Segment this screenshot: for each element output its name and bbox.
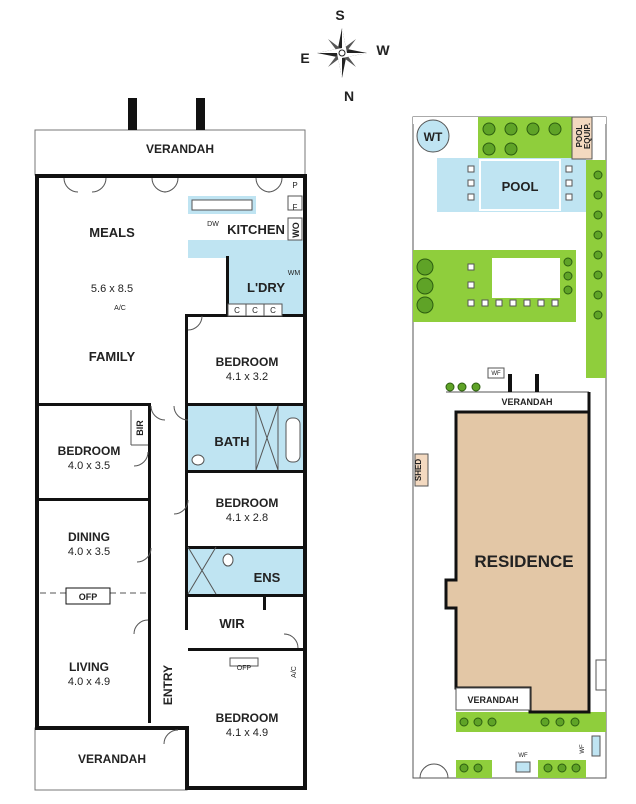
ac-label-2: A/C (291, 666, 298, 678)
laundry-label: L'DRY (247, 280, 285, 295)
dining-dims: 4.0 x 3.5 (68, 546, 110, 558)
living-label: LIVING (69, 660, 109, 674)
ac-label-1: A/C (114, 305, 126, 312)
ofp-label-2: OFP (237, 665, 252, 672)
pool-label: POOL (502, 179, 539, 194)
bedroom-2-label: BEDROOM (58, 444, 121, 458)
washing-machine-label: WM (288, 270, 301, 277)
pool-equip-label-2: EQUIP. (583, 123, 592, 149)
compass-north: N (344, 88, 354, 104)
compass-west: W (376, 42, 390, 58)
wf-label-2: WF (518, 753, 528, 759)
compass-rose (317, 28, 367, 78)
wf-label-1: WF (491, 371, 501, 377)
bedroom-1-dims: 4.1 x 3.2 (226, 371, 268, 383)
wall-oven-label: WO (291, 222, 301, 238)
compass-east: E (300, 50, 309, 66)
shed-label: SHED (414, 459, 423, 481)
pool-equip-label-1: POOL (575, 125, 584, 148)
verandah-bottom-label: VERANDAH (78, 752, 146, 766)
cupboard-label-1: C (234, 306, 240, 315)
bir-label: BIR (135, 420, 145, 436)
cupboard-label-2: C (252, 306, 258, 315)
site-plan (412, 116, 607, 779)
wf-label-3: WF (580, 744, 586, 754)
front-verandah-label: VERANDAH (467, 695, 518, 705)
bedroom-2-dims: 4.0 x 3.5 (68, 460, 110, 472)
bedroom-1-label: BEDROOM (216, 355, 279, 369)
entry-label: ENTRY (161, 665, 175, 705)
wir-label: WIR (219, 616, 245, 631)
dw-label: DW (207, 221, 219, 228)
bedroom-4-dims: 4.1 x 4.9 (226, 727, 268, 739)
bedroom-3-dims: 4.1 x 2.8 (226, 512, 268, 524)
meals-dims: 5.6 x 8.5 (91, 283, 133, 295)
kitchen-label: KITCHEN (227, 222, 285, 237)
walls (35, 174, 307, 790)
fridge-label: F (293, 203, 298, 212)
water-tank-label: WT (424, 130, 443, 144)
verandah-top-label: VERANDAH (146, 142, 214, 156)
dining-label: DINING (68, 530, 110, 544)
pantry-label: P (292, 181, 297, 190)
bedroom-4-label: BEDROOM (216, 711, 279, 725)
ofp-label-1: OFP (79, 592, 98, 602)
living-dims: 4.0 x 4.9 (68, 676, 110, 688)
rear-verandah-label: VERANDAH (501, 397, 552, 407)
meals-label: MEALS (89, 225, 135, 240)
residence-label: RESIDENCE (474, 552, 573, 571)
floor-plan (34, 98, 307, 791)
cupboard-label-3: C (270, 306, 276, 315)
ensuite-label: ENS (254, 570, 281, 585)
family-label: FAMILY (89, 349, 136, 364)
compass-south: S (335, 7, 344, 23)
bedroom-3-label: BEDROOM (216, 496, 279, 510)
bath-label: BATH (214, 434, 249, 449)
